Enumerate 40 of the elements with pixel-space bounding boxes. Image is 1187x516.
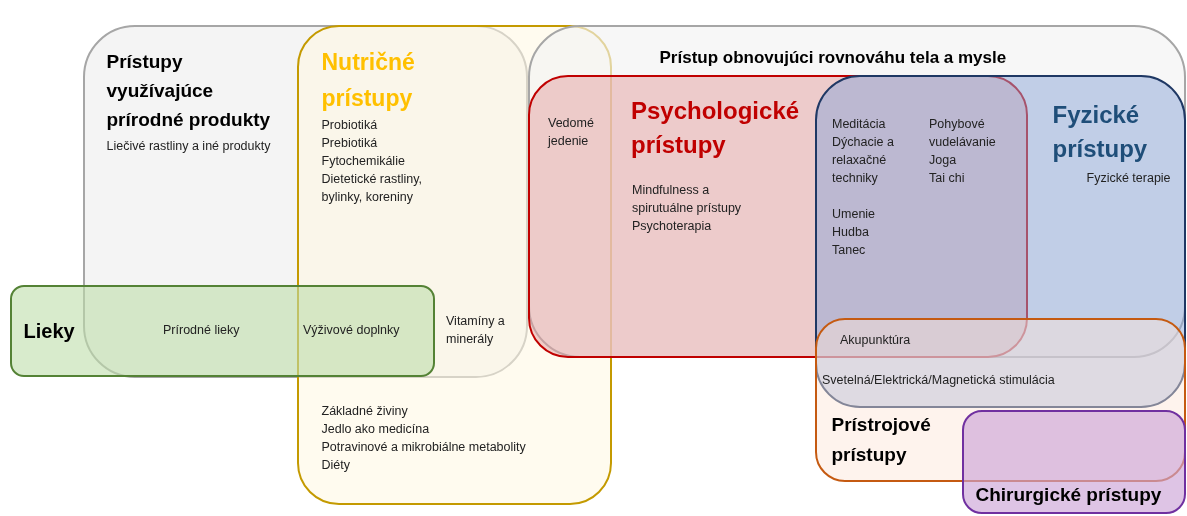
- overlap-label: Hudba: [832, 224, 870, 241]
- category-title: Chirurgické prístupy: [975, 482, 1163, 507]
- overlap-label: Meditácia: [832, 116, 887, 133]
- list-item: Prebiotiká: [321, 134, 379, 152]
- category-region: [10, 285, 435, 377]
- category-title: Prístup obnovujúci rovnováhu tela a mysle: [659, 46, 1008, 69]
- category-region: [815, 318, 1186, 482]
- overlap-label: Svetelná/Elektrická/Magnetická stimulácia: [822, 372, 1056, 389]
- overlap-label: Výživové doplnky: [303, 322, 401, 339]
- category-title: Prístupy využívajúce prírodné produkty: [106, 49, 272, 132]
- overlap-label: Umenie: [832, 206, 877, 223]
- category-region: [297, 25, 612, 505]
- overlap-label: Tai chi: [929, 170, 966, 187]
- category-title: Lieky: [23, 318, 76, 344]
- list-item: Základné živiny: [321, 402, 409, 420]
- list-item: Mindfulness a spirutuálne prístupy: [632, 182, 743, 217]
- list-item: Potravinové a mikrobiálne metabolity: [321, 438, 527, 456]
- list-item: Psychoterapia: [632, 218, 713, 235]
- category-region: [962, 410, 1186, 514]
- list-item: Jedlo ako medicína: [321, 420, 431, 438]
- category-title: Nutričné prístupy: [321, 47, 416, 113]
- category-region: [83, 25, 528, 378]
- list-item: Probiotiká: [321, 116, 379, 134]
- list-item: Liečivé rastliny a iné produkty: [106, 137, 272, 155]
- list-item: Diéty: [321, 456, 351, 474]
- category-title: Psychologické prístupy: [631, 96, 801, 160]
- overlap-label: Vedomé jedenie: [548, 115, 595, 150]
- overlap-label: Vitamíny a minerály: [446, 313, 506, 348]
- overlap-label: Akupunktúra: [840, 332, 912, 349]
- overlap-label: Pohybové vudelávanie: [929, 116, 997, 151]
- category-region: [528, 25, 1186, 358]
- category-title: Prístrojové prístupy: [831, 412, 932, 467]
- category-title: Fyzické prístupy: [1052, 99, 1149, 164]
- overlap-label: Dýchacie a relaxačné techniky: [832, 134, 895, 187]
- overlap-label: Prírodné lieky: [163, 322, 241, 339]
- overlap-label: Tanec: [832, 242, 867, 259]
- list-item: Dietetické rastliny, bylinky, koreniny: [321, 170, 423, 206]
- list-item: Fytochemikálie: [321, 152, 406, 170]
- overlap-label: Joga: [929, 152, 958, 169]
- list-item: Fyzické terapie: [1086, 169, 1172, 187]
